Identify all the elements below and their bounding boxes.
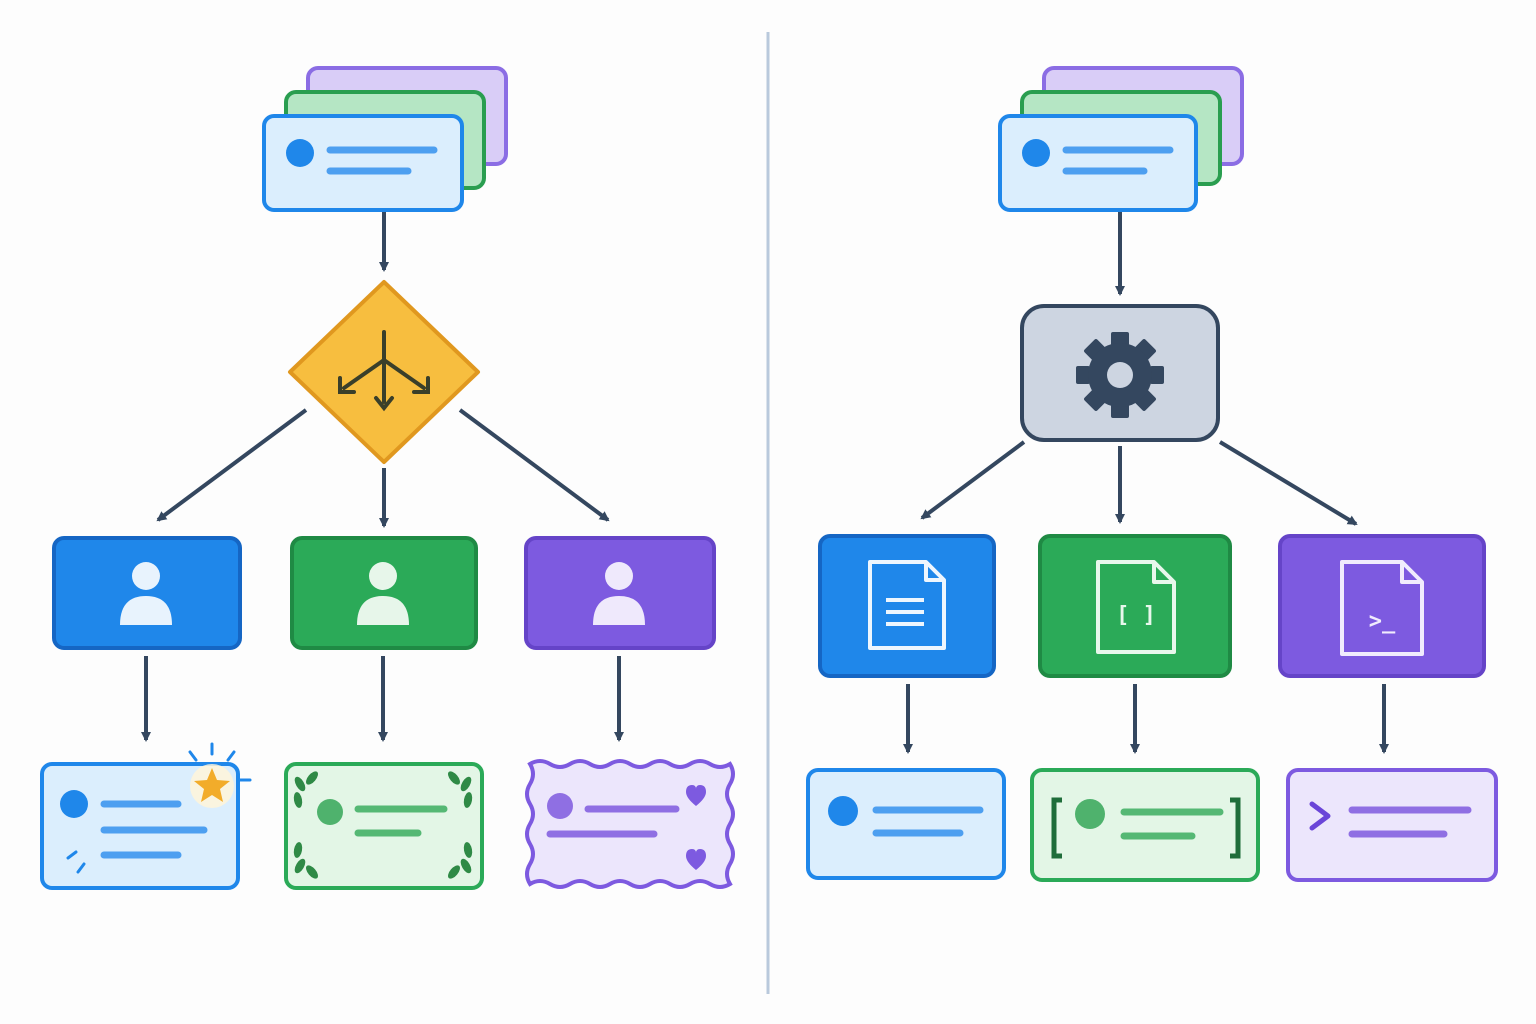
avatar-dot	[547, 793, 573, 819]
avatar-dot	[317, 799, 343, 825]
output-card-green-bracketed	[1030, 768, 1260, 882]
avatar-dot	[1075, 799, 1105, 829]
bracket-icon	[1051, 797, 1241, 859]
heart-icon	[686, 849, 706, 870]
star-icon	[194, 768, 230, 802]
person-icon	[357, 562, 409, 625]
processor-node	[1020, 304, 1220, 442]
gear-icon	[1076, 332, 1164, 418]
decision-node	[288, 280, 480, 464]
wavy-border	[525, 759, 735, 889]
laurel-wreath-icon	[293, 771, 473, 879]
right-panel: [ ] >_	[806, 66, 1498, 882]
output-card-blue-sparkle	[40, 742, 252, 890]
arrow-decision-to-blue	[156, 408, 308, 522]
output-card-green-laurel	[284, 762, 484, 890]
avatar-dot	[60, 790, 88, 818]
sparkle-lines-icon	[66, 742, 252, 874]
heart-icon	[686, 785, 706, 806]
left-panel	[40, 66, 735, 890]
right-input-card-stack	[998, 66, 1244, 212]
doc-node-purple: >_	[1278, 534, 1486, 678]
avatar-dot	[286, 139, 314, 167]
person-icon	[120, 562, 172, 625]
person-node-blue	[52, 536, 242, 650]
output-card-purple-terminal	[1286, 768, 1498, 882]
arrow-decision-to-purple	[458, 408, 610, 522]
terminal-document-glyph: >_	[1369, 609, 1396, 634]
doc-node-blue	[818, 534, 996, 678]
stack-card-front	[262, 114, 464, 212]
person-node-green	[290, 536, 478, 650]
arrow-processor-to-purple	[1218, 440, 1358, 526]
arrow-processor-to-blue	[920, 440, 1026, 520]
output-card-purple-wavy	[525, 759, 735, 889]
doc-node-green: [ ]	[1038, 534, 1232, 678]
person-node-purple	[524, 536, 716, 650]
person-icon	[593, 562, 645, 625]
avatar-dot	[1022, 139, 1050, 167]
prompt-chevron-icon	[1309, 801, 1331, 831]
code-document-glyph: [ ]	[1116, 603, 1156, 628]
output-card-blue-plain	[806, 768, 1006, 880]
split-arrows-icon	[338, 330, 430, 412]
terminal-document-icon: >_	[1340, 560, 1424, 656]
avatar-dot	[828, 796, 858, 826]
text-document-icon	[868, 560, 946, 650]
code-document-icon: [ ]	[1096, 560, 1176, 654]
stack-card-front	[998, 114, 1198, 212]
left-input-card-stack	[262, 66, 508, 212]
